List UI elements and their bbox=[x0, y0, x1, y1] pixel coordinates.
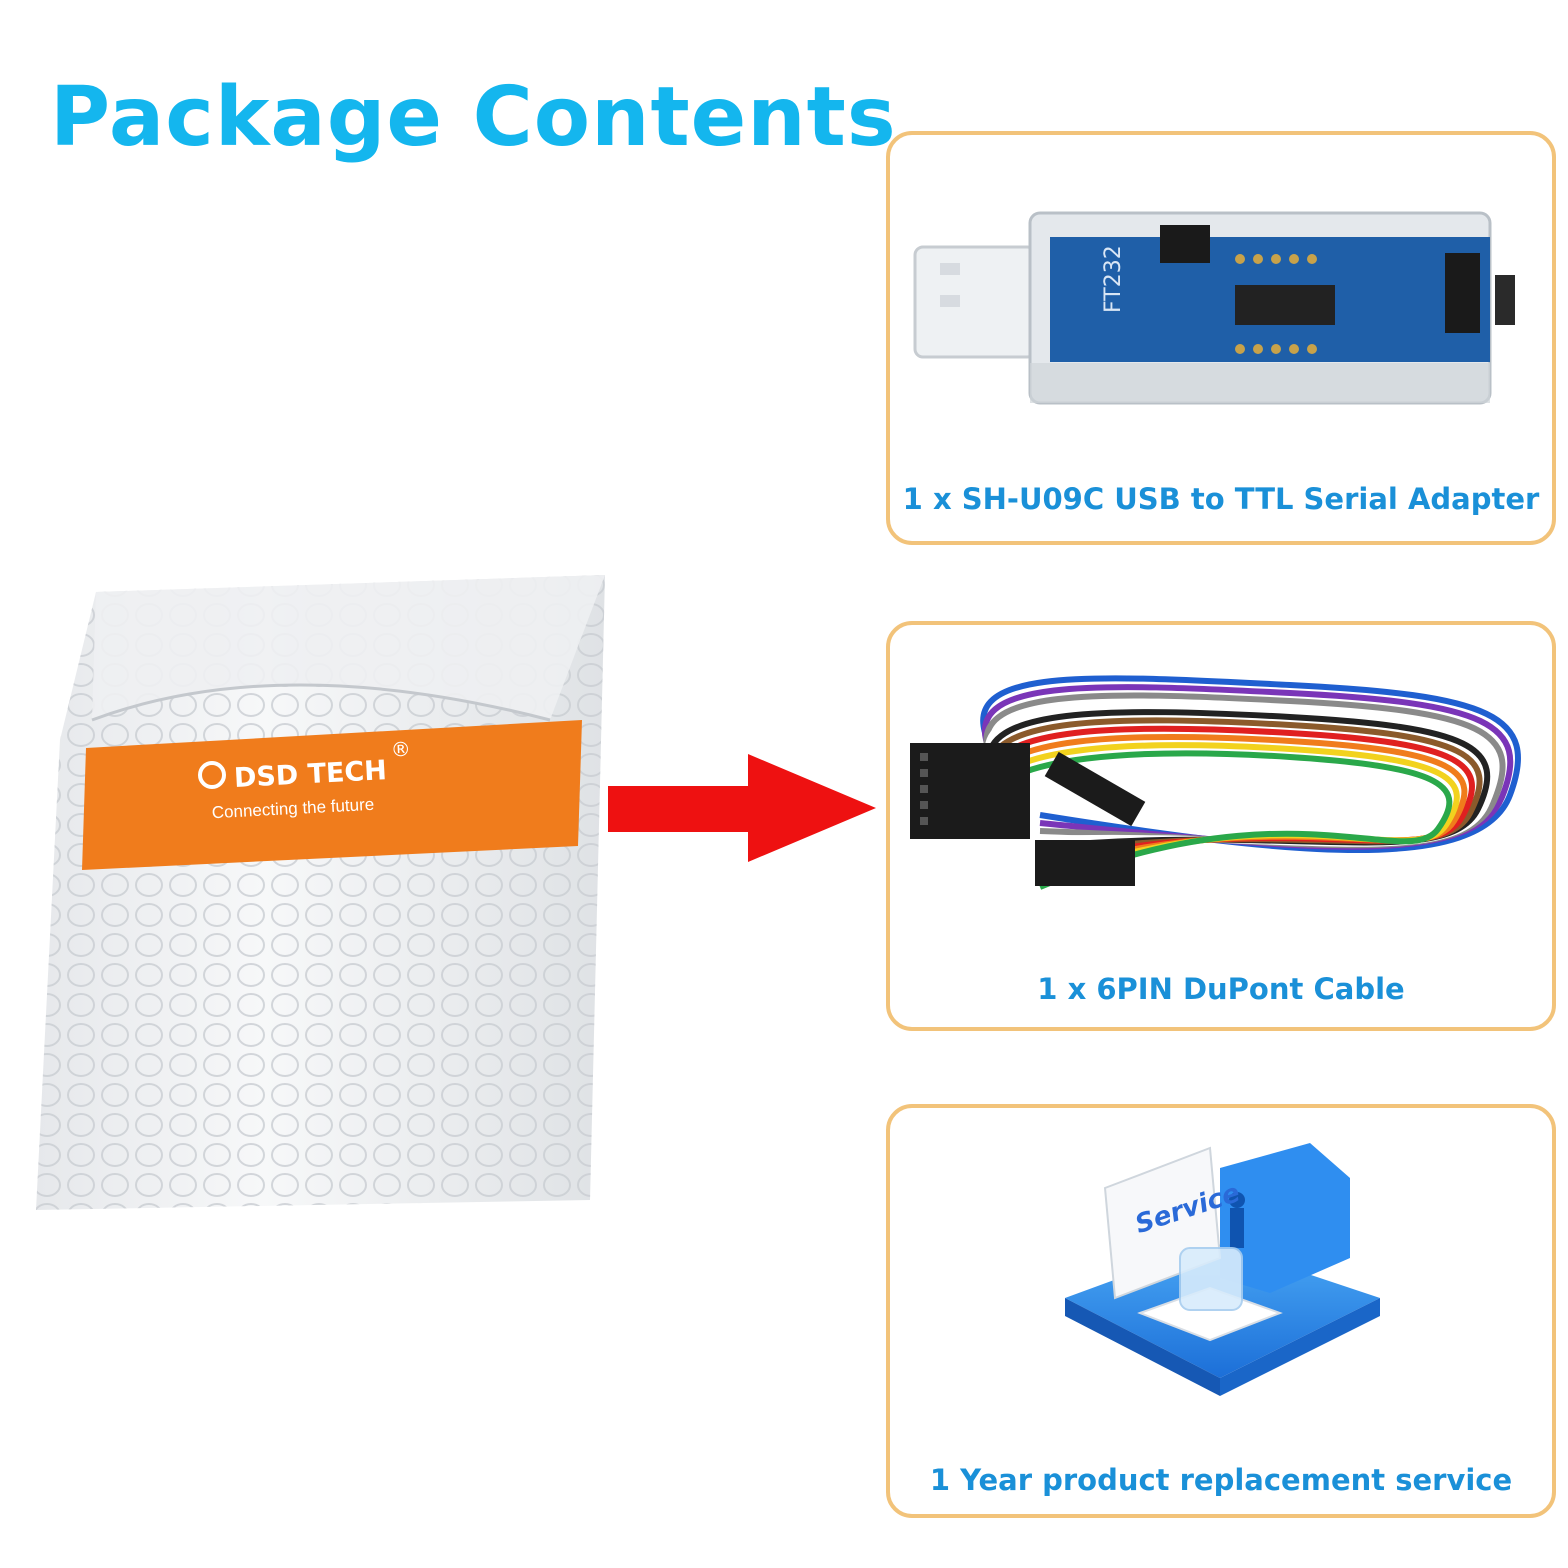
item-caption: 1 x 6PIN DuPont Cable bbox=[1037, 972, 1405, 1006]
service-icon: Service bbox=[1065, 1143, 1380, 1396]
usb-serial-adapter-icon: FT232 bbox=[913, 211, 1515, 405]
arrow-right-icon bbox=[608, 754, 876, 862]
item-caption: 1 Year product replacement service bbox=[929, 1463, 1513, 1497]
item-card-service: Service 1 Year product replacement servi… bbox=[886, 1104, 1556, 1518]
bubble-mailer-image: DSD TECH ® Connecting the future bbox=[36, 575, 605, 1210]
registered-mark: ® bbox=[390, 737, 411, 762]
board-label: FT232 bbox=[1101, 245, 1126, 313]
item-caption: 1 x SH-U09C USB to TTL Serial Adapter bbox=[902, 482, 1540, 516]
item-card-cable: 1 x 6PIN DuPont Cable bbox=[886, 621, 1556, 1031]
page-title: Package Contents bbox=[50, 70, 897, 165]
item-card-adapter: FT232 1 x SH-U09C USB to TTL Serial Adap… bbox=[886, 131, 1556, 545]
dupont-cable-icon bbox=[910, 675, 1521, 890]
